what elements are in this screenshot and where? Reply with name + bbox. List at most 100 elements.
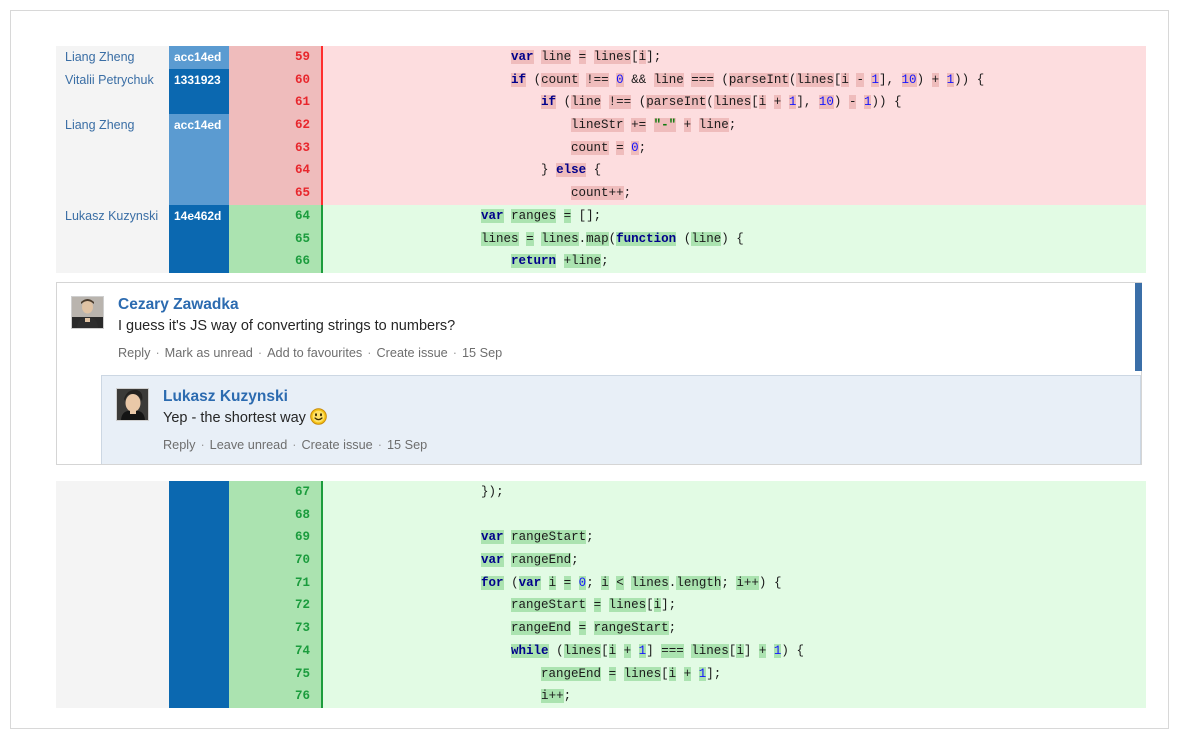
blame-commit-hash[interactable] xyxy=(169,549,229,572)
code-line[interactable]: i++; xyxy=(321,685,1146,708)
code-row[interactable]: 65 lines = lines.map(function (line) { xyxy=(56,227,1146,251)
blame-author[interactable] xyxy=(56,250,169,273)
blame-commit-hash[interactable] xyxy=(169,250,229,273)
blame-author[interactable] xyxy=(56,571,169,595)
blame-author[interactable] xyxy=(56,594,169,618)
line-number: 69 xyxy=(229,526,321,550)
code-row[interactable]: 76 i++; xyxy=(56,685,1146,708)
code-row[interactable]: 61 if (line !== (parseInt(lines[i + 1], … xyxy=(56,91,1146,115)
comment-primary: Cezary Zawadka I guess it's JS way of co… xyxy=(57,283,1141,371)
comment-action-add-to-favourites[interactable]: Add to favourites xyxy=(267,346,363,360)
blame-commit-hash[interactable] xyxy=(169,91,229,115)
blame-commit-hash[interactable] xyxy=(169,594,229,618)
code-line[interactable]: var rangeEnd; xyxy=(321,549,1146,572)
code-row[interactable]: 64 } else { xyxy=(56,159,1146,183)
code-line[interactable]: }); xyxy=(321,481,1146,504)
comment-action-leave-unread[interactable]: Leave unread xyxy=(209,438,288,452)
blame-author[interactable]: Liang Zheng xyxy=(56,114,169,137)
blame-author[interactable] xyxy=(56,182,169,205)
blame-commit-hash[interactable]: 1331923 xyxy=(169,68,229,92)
blame-commit-hash[interactable] xyxy=(169,662,229,686)
blame-author[interactable]: Vitalii Petrychuk xyxy=(56,68,169,92)
comment-action-reply[interactable]: Reply xyxy=(163,438,196,452)
code-row[interactable]: 73 rangeEnd = rangeStart; xyxy=(56,617,1146,640)
blame-author[interactable]: Liang Zheng xyxy=(56,46,169,69)
comment-text: Yep - the shortest way xyxy=(163,408,1126,428)
code-row[interactable]: 65 count++; xyxy=(56,182,1146,205)
comment-text-body: Yep - the shortest way xyxy=(163,410,306,426)
code-line[interactable]: count = 0; xyxy=(321,136,1146,160)
code-row[interactable]: 71 for (var i = 0; i < lines.length; i++… xyxy=(56,571,1146,595)
comment-action-reply[interactable]: Reply xyxy=(118,346,151,360)
blame-commit-hash[interactable] xyxy=(169,685,229,708)
code-row[interactable]: 69 var rangeStart; xyxy=(56,526,1146,550)
code-line[interactable]: return +line; xyxy=(321,250,1146,273)
blame-author[interactable] xyxy=(56,617,169,640)
blame-commit-hash[interactable] xyxy=(169,159,229,183)
avatar-photo-icon xyxy=(72,297,103,328)
blame-author[interactable] xyxy=(56,481,169,504)
blame-author[interactable] xyxy=(56,159,169,183)
code-line[interactable]: var line = lines[i]; xyxy=(321,46,1146,69)
comment-action-mark-as-unread[interactable]: Mark as unread xyxy=(164,346,253,360)
blame-commit-hash[interactable] xyxy=(169,617,229,640)
code-line[interactable]: var rangeStart; xyxy=(321,526,1146,550)
blame-commit-hash[interactable] xyxy=(169,182,229,205)
blame-author[interactable] xyxy=(56,639,169,663)
code-row[interactable]: 72 rangeStart = lines[i]; xyxy=(56,594,1146,618)
blame-author[interactable] xyxy=(56,662,169,686)
code-line[interactable]: if (count !== 0 && line === (parseInt(li… xyxy=(321,68,1146,92)
code-line[interactable]: if (line !== (parseInt(lines[i + 1], 10)… xyxy=(321,91,1146,115)
code-line[interactable]: lineStr += "-" + line; xyxy=(321,114,1146,137)
blame-author[interactable] xyxy=(56,685,169,708)
comment-action-create-issue[interactable]: Create issue xyxy=(376,346,448,360)
blame-author[interactable] xyxy=(56,136,169,160)
code-line[interactable] xyxy=(321,503,1146,527)
comment-accent-bar xyxy=(1135,283,1142,371)
code-line[interactable]: count++; xyxy=(321,182,1146,205)
code-row[interactable]: 75 rangeEnd = lines[i + 1]; xyxy=(56,662,1146,686)
avatar[interactable] xyxy=(116,388,149,421)
code-line[interactable]: var ranges = []; xyxy=(321,204,1146,228)
action-separator: · xyxy=(200,438,205,452)
code-row[interactable]: 74 while (lines[i + 1] === lines[i] + 1)… xyxy=(56,639,1146,663)
blame-commit-hash[interactable] xyxy=(169,481,229,504)
blame-commit-hash[interactable] xyxy=(169,639,229,663)
blame-commit-hash[interactable] xyxy=(169,526,229,550)
blame-commit-hash[interactable]: 14e462d xyxy=(169,204,229,228)
blame-commit-hash[interactable] xyxy=(169,571,229,595)
blame-commit-hash[interactable] xyxy=(169,503,229,527)
code-row[interactable]: 66 return +line; xyxy=(56,250,1146,273)
code-line[interactable]: } else { xyxy=(321,159,1146,183)
code-row[interactable]: 70 var rangeEnd; xyxy=(56,549,1146,572)
blame-author[interactable] xyxy=(56,503,169,527)
slightly-smiling-face-icon xyxy=(310,408,327,425)
blame-commit-hash[interactable]: acc14ed xyxy=(169,114,229,137)
code-row[interactable]: 68 xyxy=(56,503,1146,527)
code-line[interactable]: rangeEnd = lines[i + 1]; xyxy=(321,662,1146,686)
blame-author[interactable] xyxy=(56,549,169,572)
blame-commit-hash[interactable]: acc14ed xyxy=(169,46,229,69)
code-row[interactable]: 67 }); xyxy=(56,481,1146,504)
blame-author[interactable] xyxy=(56,227,169,251)
blame-commit-hash[interactable] xyxy=(169,136,229,160)
code-line[interactable]: rangeEnd = rangeStart; xyxy=(321,617,1146,640)
code-line[interactable]: while (lines[i + 1] === lines[i] + 1) { xyxy=(321,639,1146,663)
code-row[interactable]: 63 count = 0; xyxy=(56,136,1146,160)
comment-reply-wrapper: Lukasz Kuzynski Yep - the shortest way xyxy=(101,375,1141,464)
blame-commit-hash[interactable] xyxy=(169,227,229,251)
avatar[interactable] xyxy=(71,296,104,329)
blame-author[interactable] xyxy=(56,526,169,550)
blame-author[interactable]: Lukasz Kuzynski xyxy=(56,204,169,228)
code-line[interactable]: for (var i = 0; i < lines.length; i++) { xyxy=(321,571,1146,595)
code-line[interactable]: rangeStart = lines[i]; xyxy=(321,594,1146,618)
code-line[interactable]: lines = lines.map(function (line) { xyxy=(321,227,1146,251)
comment-action-create-issue[interactable]: Create issue xyxy=(301,438,373,452)
blame-author[interactable] xyxy=(56,91,169,115)
